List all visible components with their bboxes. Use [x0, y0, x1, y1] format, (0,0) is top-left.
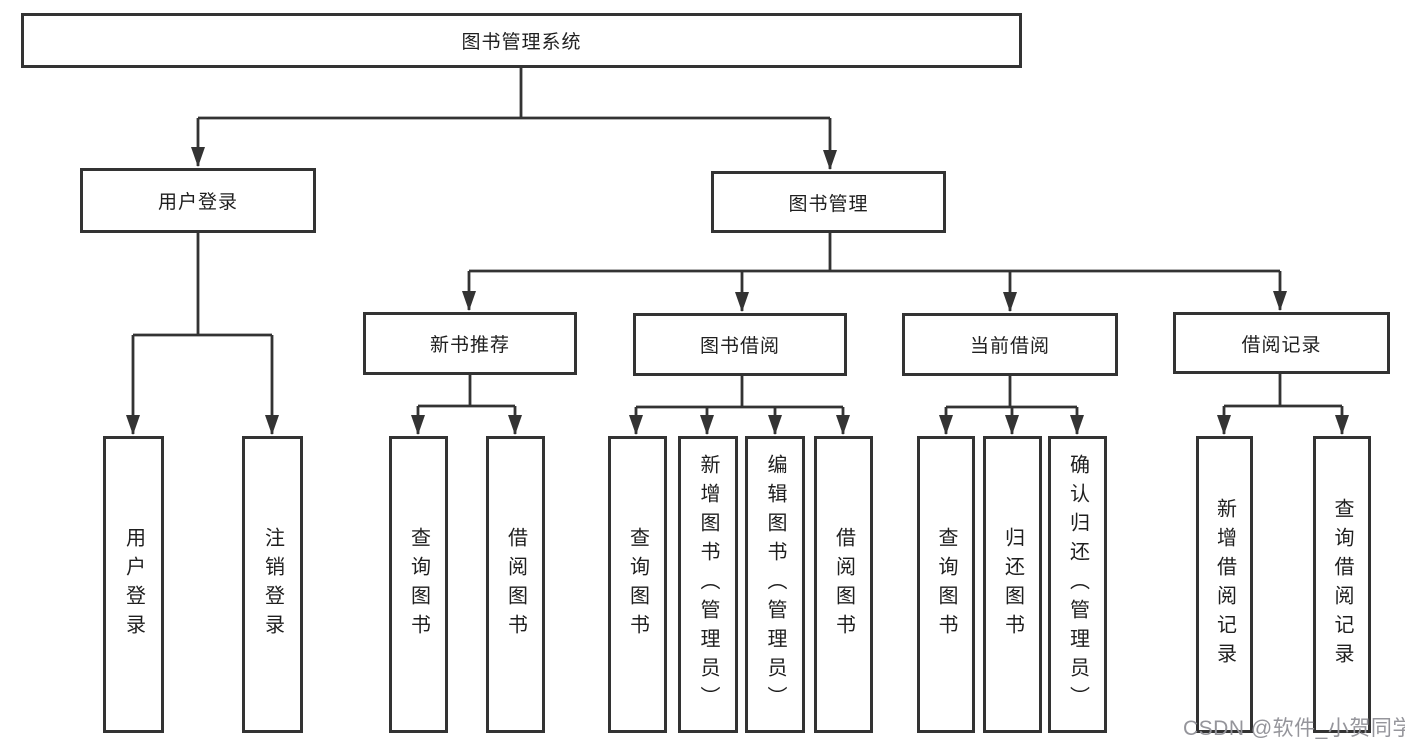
- node-current-borrow: 当前借阅: [902, 313, 1118, 376]
- leaf-add-book-admin: 新增图书（管理员）: [678, 436, 738, 733]
- leaf-return-book-label: 归还图书: [1001, 526, 1024, 643]
- leaf-query-borrow-record-label: 查询借阅记录: [1331, 497, 1353, 672]
- node-root: 图书管理系统: [21, 13, 1022, 68]
- leaf-query-borrow-record: 查询借阅记录: [1313, 436, 1371, 733]
- leaf-query-book-borrow-label: 查询图书: [626, 526, 649, 643]
- node-user-login: 用户登录: [80, 168, 316, 233]
- leaf-logout-login: 注销登录: [242, 436, 303, 733]
- node-book-management: 图书管理: [711, 171, 946, 233]
- node-book-borrow-label: 图书借阅: [699, 336, 780, 357]
- leaf-add-borrow-record: 新增借阅记录: [1196, 436, 1253, 733]
- node-user-login-label: 用户登录: [157, 192, 238, 213]
- leaf-user-login-label: 用户登录: [122, 526, 145, 643]
- leaf-add-book-admin-label: 新增图书（管理员）: [697, 454, 719, 715]
- node-new-book-recommend-label: 新书推荐: [429, 335, 510, 356]
- leaf-edit-book-admin: 编辑图书（管理员）: [745, 436, 805, 733]
- node-new-book-recommend: 新书推荐: [363, 312, 577, 375]
- leaf-edit-book-admin-label: 编辑图书（管理员）: [764, 454, 786, 715]
- leaf-query-book-current: 查询图书: [917, 436, 975, 733]
- leaf-confirm-return-admin: 确认归还（管理员）: [1048, 436, 1107, 733]
- leaf-logout-login-label: 注销登录: [261, 526, 284, 643]
- node-borrow-record: 借阅记录: [1173, 312, 1390, 374]
- node-borrow-record-label: 借阅记录: [1241, 334, 1322, 356]
- leaf-borrow-book-recommend: 借阅图书: [486, 436, 545, 733]
- leaf-return-book: 归还图书: [983, 436, 1042, 733]
- leaf-user-login: 用户登录: [103, 436, 164, 733]
- leaf-query-book-borrow: 查询图书: [608, 436, 667, 733]
- node-current-borrow-label: 当前借阅: [969, 336, 1050, 357]
- node-book-management-label: 图书管理: [788, 193, 869, 215]
- leaf-borrow-book-label: 借阅图书: [832, 526, 855, 643]
- leaf-query-book-current-label: 查询图书: [935, 526, 957, 643]
- node-root-label: 图书管理系统: [461, 32, 582, 53]
- leaf-borrow-book: 借阅图书: [814, 436, 873, 733]
- leaf-add-borrow-record-label: 新增借阅记录: [1213, 497, 1236, 672]
- leaf-confirm-return-admin-label: 确认归还（管理员）: [1066, 454, 1089, 715]
- node-book-borrow: 图书借阅: [633, 313, 847, 376]
- leaf-borrow-book-recommend-label: 借阅图书: [504, 526, 527, 643]
- watermark-text: CSDN @软件_小贺同学: [1183, 717, 1405, 740]
- leaf-query-book-recommend-label: 查询图书: [407, 526, 430, 643]
- leaf-query-book-recommend: 查询图书: [389, 436, 448, 733]
